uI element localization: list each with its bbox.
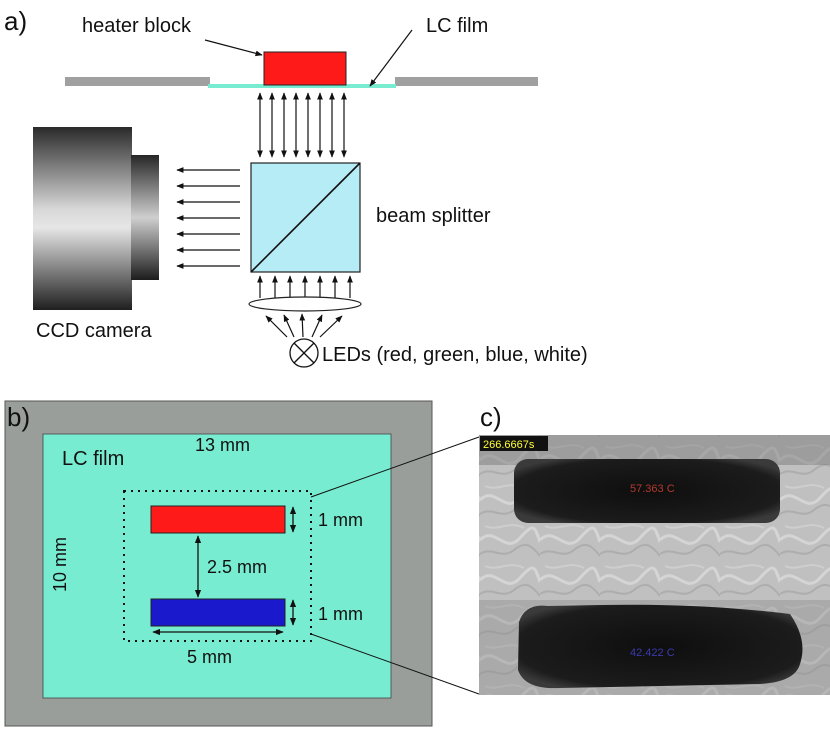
- ccd-camera-lens: [131, 155, 159, 280]
- timestamp-label: 266.6667s: [483, 439, 535, 451]
- hot-temperature-label: 57.363 C: [630, 483, 675, 495]
- heater-height-top-label: 1 mm: [318, 510, 363, 530]
- heater-block: [263, 51, 347, 86]
- panel-a-label: a): [4, 6, 27, 36]
- panel-c-label: c): [480, 402, 502, 432]
- zoom-connector-top: [310, 436, 480, 498]
- zoom-connector-bottom: [310, 633, 480, 695]
- width-label: 13 mm: [195, 435, 250, 455]
- support-plate-left: [65, 77, 210, 86]
- cold-heater-shadow: [518, 604, 803, 689]
- heater-pointer: [204, 39, 263, 57]
- horizontal-arrows-to-camera: [176, 167, 240, 269]
- lc-film-area: [42, 433, 392, 699]
- hot-heater-shadow: [514, 459, 780, 523]
- cold-temperature-label: 42.422 C: [630, 647, 675, 659]
- vertical-double-arrows: [257, 92, 347, 158]
- led-arrows: [265, 313, 343, 338]
- beam-splitter-diagonal: [250, 162, 361, 273]
- beam-splitter-label: beam splitter: [376, 205, 491, 227]
- panel-a: a) heater block LC film beam splitter: [4, 6, 588, 368]
- condenser-lens: [248, 296, 362, 312]
- heater-block-label: heater block: [82, 15, 192, 37]
- thermal-image: [479, 435, 830, 695]
- support-plate-right: [395, 77, 538, 86]
- lc-film-label-b: LC film: [62, 448, 124, 470]
- hot-heater: [150, 505, 286, 534]
- gap-label: 2.5 mm: [207, 557, 267, 577]
- led-source-icon: [289, 338, 319, 368]
- lc-film-pointer: [369, 29, 413, 87]
- lens-to-splitter-arrows: [257, 275, 353, 298]
- lc-film-strip: [208, 84, 396, 88]
- height-label: 10 mm: [50, 537, 70, 592]
- panel-b-label: b): [7, 402, 30, 432]
- leds-label: LEDs (red, green, blue, white): [322, 344, 588, 366]
- panel-b: b) LC film 13 mm 10 mm 1 mm 2.5 mm 1 mm …: [4, 400, 433, 727]
- lc-film-label: LC film: [426, 15, 488, 37]
- heater-height-bottom-label: 1 mm: [318, 604, 363, 624]
- panel-c: c) 266.6667s 57.363 C 42.422 C: [479, 402, 830, 695]
- cold-heater: [150, 598, 286, 627]
- ccd-camera-body: [33, 127, 132, 310]
- timestamp-box: [480, 436, 548, 451]
- ccd-camera-label: CCD camera: [36, 320, 152, 342]
- heater-length-label: 5 mm: [187, 647, 232, 667]
